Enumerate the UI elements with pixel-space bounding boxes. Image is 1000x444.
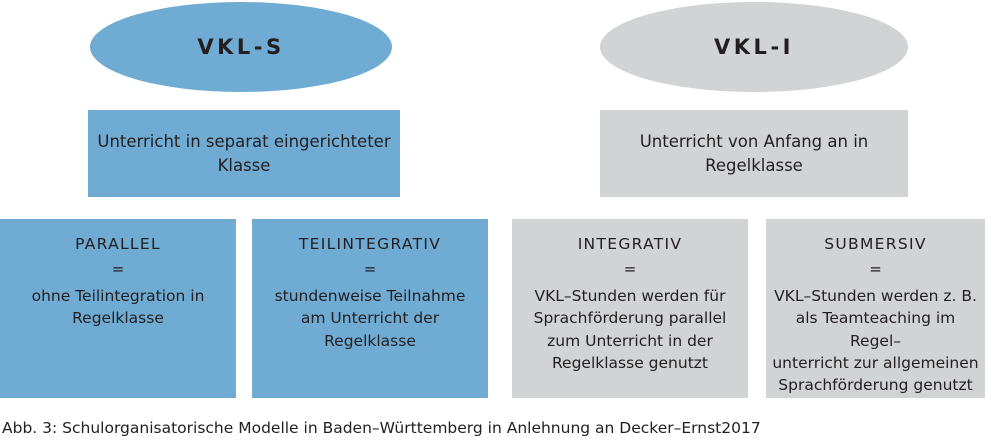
model-teilintegrativ-description: stundenweise Teilnahme am Unterricht der… — [274, 286, 466, 350]
model-box-parallel: PARALLEL = ohne Teilintegration in Regel… — [0, 219, 236, 398]
description-box-vkl-s: Unterricht in separat eingerichteter Kla… — [88, 110, 400, 197]
model-box-integrativ: INTEGRATIV = VKL–Stunden werden für Spra… — [512, 219, 748, 398]
model-submersiv-equals-sign: = — [869, 259, 882, 278]
model-integrativ-title: INTEGRATIV — [577, 235, 683, 253]
figure-caption: Abb. 3: Schulorganisatorische Modelle in… — [2, 419, 761, 437]
ellipse-vkl-i: VKL-I — [600, 2, 908, 92]
description-box-vkl-i-text: Unterricht von Anfang an in Regelklasse — [639, 131, 869, 175]
model-integrativ-description: VKL–Stunden werden für Sprachförderung p… — [533, 286, 727, 372]
model-parallel-description: ohne Teilintegration in Regelklasse — [31, 286, 205, 328]
model-teilintegrativ-equals-sign: = — [363, 259, 377, 278]
ellipse-vkl-s-label: VKL-S — [197, 34, 285, 59]
model-submersiv-title: SUBMERSIV — [824, 235, 927, 253]
model-parallel-title: PARALLEL — [75, 235, 161, 253]
description-box-vkl-i: Unterricht von Anfang an in Regelklasse — [600, 110, 908, 197]
model-box-teilintegrativ: TEILINTEGRATIV = stundenweise Teilnahme … — [252, 219, 488, 398]
description-box-vkl-s-text: Unterricht in separat eingerichteter Kla… — [97, 131, 391, 175]
model-submersiv-description: VKL–Stunden werden z. B. als Teamteachin… — [772, 286, 979, 395]
model-box-submersiv: SUBMERSIV = VKL–Stunden werden z. B. als… — [766, 219, 985, 398]
ellipse-vkl-s: VKL-S — [90, 2, 392, 92]
model-integrativ-equals-sign: = — [623, 259, 637, 278]
model-parallel-equals-sign: = — [111, 259, 125, 278]
ellipse-vkl-i-label: VKL-I — [714, 34, 794, 59]
model-teilintegrativ-title: TEILINTEGRATIV — [298, 235, 442, 253]
